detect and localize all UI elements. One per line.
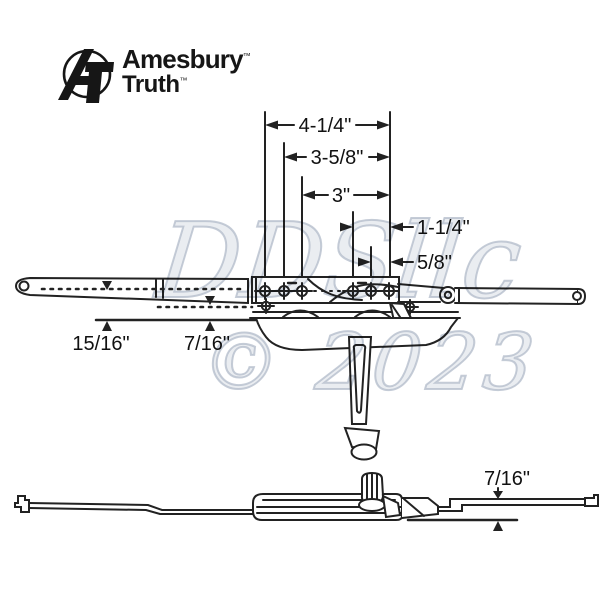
mounting-holes	[254, 282, 400, 300]
screw-hole	[401, 299, 419, 315]
screw-hole	[257, 298, 275, 314]
brand-name-top: Amesbury™	[122, 44, 251, 74]
brand-logo: Amesbury™ Truth™	[58, 44, 251, 106]
side-view-housing	[252, 493, 439, 521]
left-operator-arm	[14, 276, 254, 309]
screw-hole	[291, 282, 313, 300]
screw-hole	[273, 282, 295, 300]
amesbury-truth-monogram-icon	[58, 49, 114, 103]
dim-label-15-16: 15/16"	[72, 333, 129, 355]
screw-hole	[254, 282, 276, 300]
side-view-right-arm	[437, 494, 599, 512]
crank-handle	[343, 336, 381, 461]
side-view-crank-knob	[358, 471, 402, 519]
dim-label-5-8: 5/8"	[417, 252, 452, 274]
brand-wordmark: Amesbury™ Truth™	[122, 44, 251, 98]
main-view	[14, 276, 587, 461]
screw-hole	[342, 282, 364, 300]
side-view-left-arm	[14, 495, 254, 515]
brand-name-bottom: Truth™	[122, 71, 188, 98]
dim-label-3: 3"	[332, 185, 350, 207]
trademark-symbol: ™	[242, 51, 251, 61]
dim-label-3-5-8: 3-5/8"	[311, 147, 364, 169]
right-link-arm	[397, 283, 587, 306]
side-view-offset-marker	[406, 487, 519, 531]
trademark-symbol: ™	[179, 76, 188, 85]
dimension-arrows	[265, 120, 414, 267]
dim-label-7-16-side: 7/16"	[484, 468, 530, 490]
operator-base-cover	[254, 317, 461, 352]
screw-hole	[378, 282, 400, 300]
dimension-labels: 4-1/4" 3-5/8" 3" 1-1/4" 5/8" 15/16" 7/16…	[72, 115, 530, 490]
dim-label-4-1-4: 4-1/4"	[299, 115, 352, 137]
side-view	[14, 471, 599, 531]
screw-hole	[360, 282, 382, 300]
dim-label-1-1-4: 1-1/4"	[417, 217, 470, 239]
dim-label-7-16: 7/16"	[184, 333, 230, 355]
extension-lines	[264, 111, 391, 289]
offset-markers	[94, 281, 258, 331]
